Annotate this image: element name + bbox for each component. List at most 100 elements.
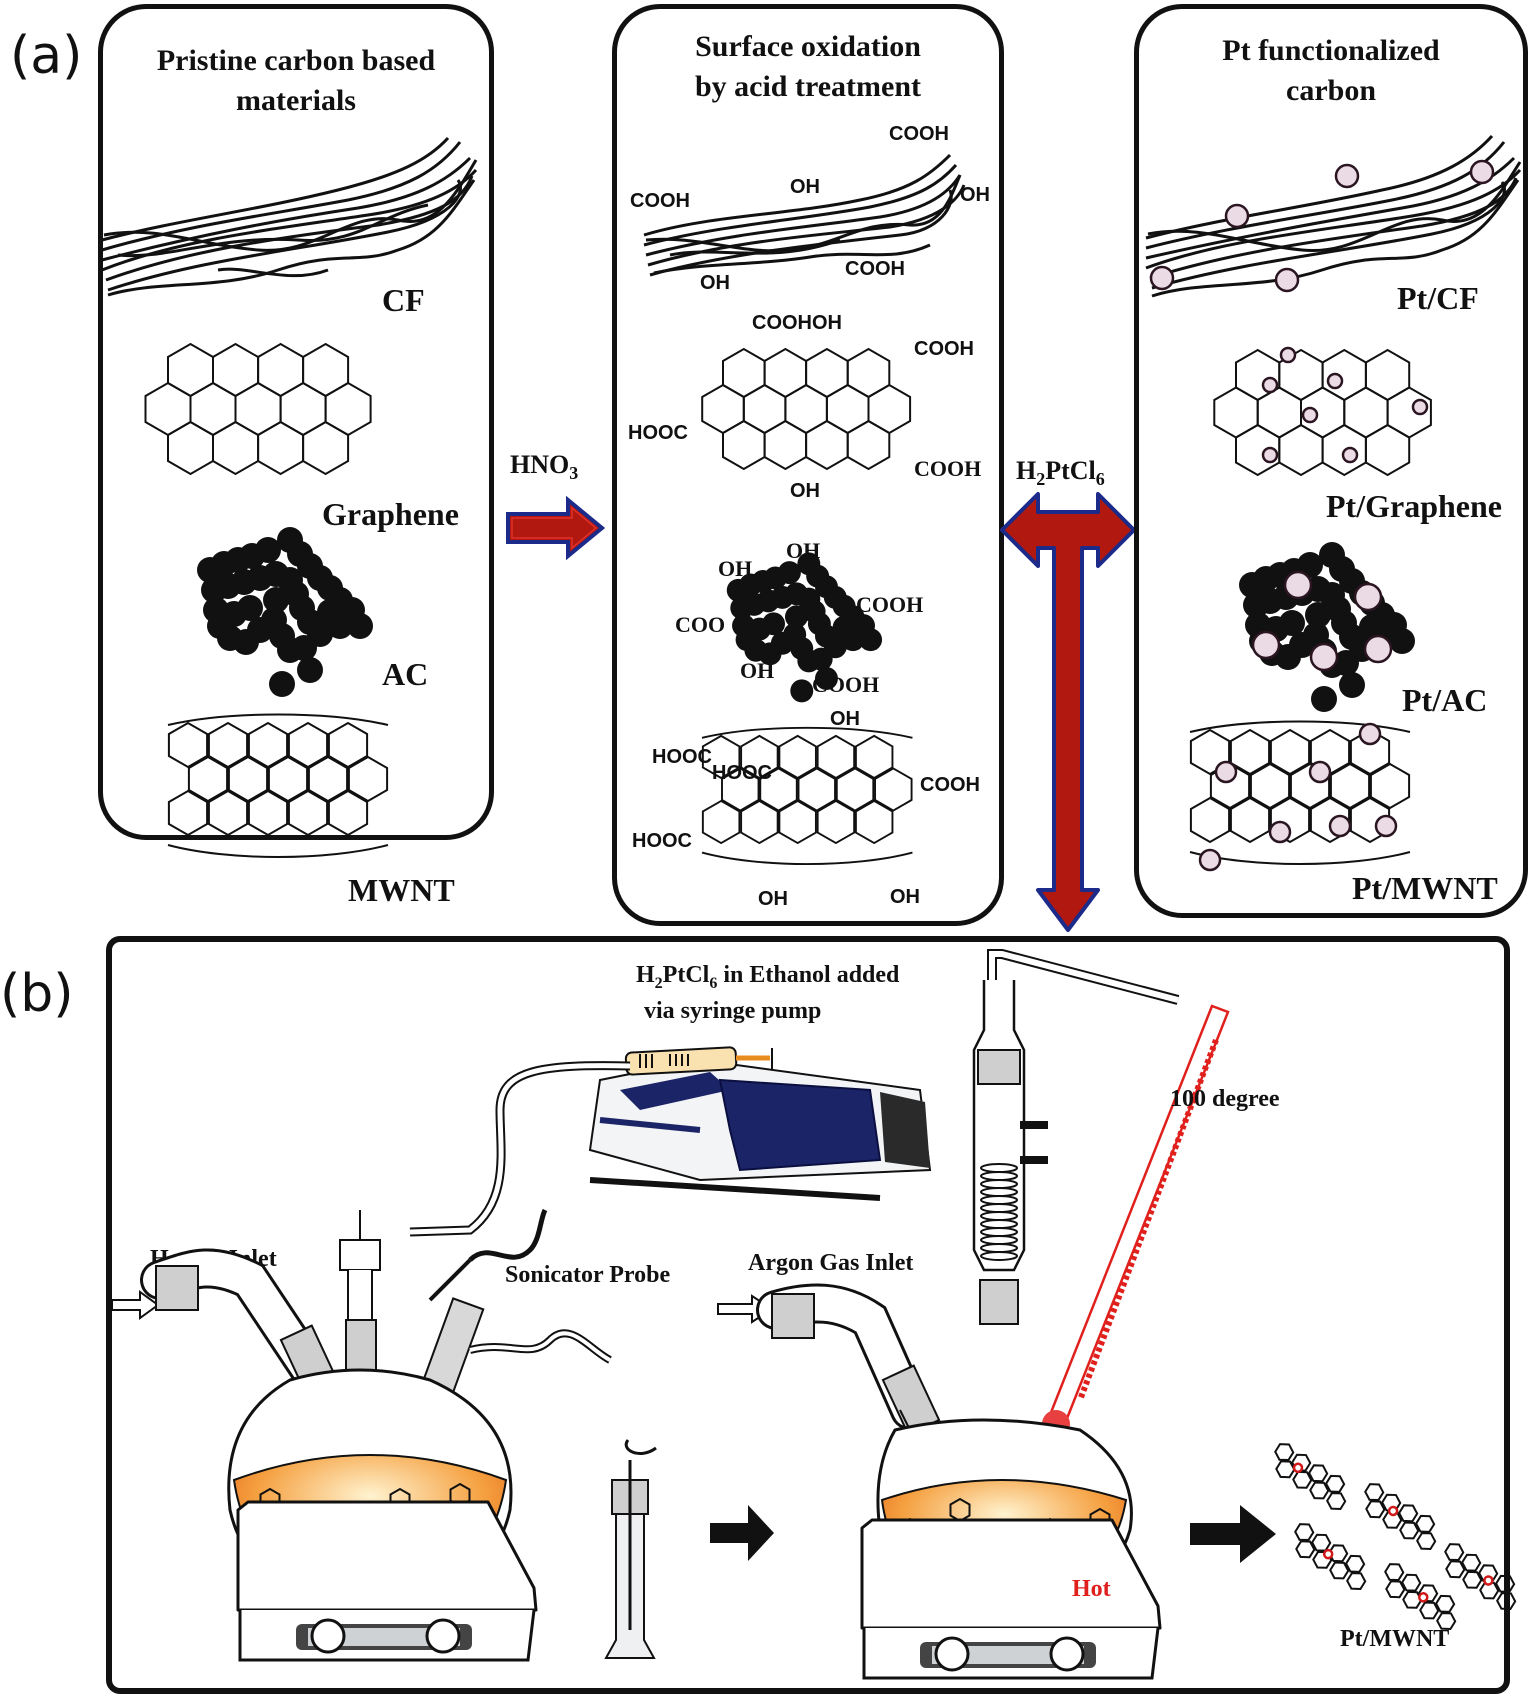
nanotube-ring bbox=[327, 789, 369, 837]
hexagon-ring bbox=[763, 347, 808, 399]
label-text: in Ethanol added bbox=[717, 962, 900, 988]
nanotube-ring bbox=[778, 799, 817, 845]
pt-graphene-illustration bbox=[1213, 346, 1432, 477]
fg-mwnt-cooh-right: COOH bbox=[920, 774, 980, 796]
nanotube-ring bbox=[1384, 1563, 1405, 1582]
nanotube-ring bbox=[1445, 1560, 1466, 1579]
nanotube-ring bbox=[1434, 1594, 1456, 1613]
carbon-particle bbox=[777, 561, 801, 585]
material-label-cf: CF bbox=[382, 282, 425, 318]
carbon-particle bbox=[327, 613, 353, 639]
material-label-pt-cf: Pt/CF bbox=[1397, 280, 1479, 316]
title-line-1: Pt functionalized bbox=[1222, 34, 1440, 67]
hexagon-ring bbox=[257, 420, 305, 476]
reagent-subscript: 2 bbox=[1036, 469, 1046, 490]
carbon-particle bbox=[809, 647, 833, 671]
hno3-reagent-label: HNO3 bbox=[510, 450, 578, 484]
carbon-particle bbox=[255, 537, 281, 563]
pt-nanoparticle bbox=[1308, 760, 1332, 784]
nanotube-ring bbox=[1312, 1550, 1333, 1569]
nanotube-ring bbox=[1344, 1554, 1366, 1573]
pt-mwnt-illustration bbox=[1189, 720, 1411, 872]
nanotube-ring bbox=[1311, 1533, 1332, 1552]
carbon-particle bbox=[1339, 672, 1365, 698]
label-text: PtCl bbox=[662, 962, 710, 988]
hexagon-ring bbox=[805, 419, 849, 471]
hexagon-ring bbox=[763, 419, 808, 471]
nanotube-ring bbox=[816, 799, 856, 845]
carbon-particle bbox=[291, 635, 317, 661]
nanotube bbox=[1384, 1563, 1457, 1631]
title-line-1: Surface oxidation bbox=[695, 30, 921, 63]
nanotube bbox=[1274, 1443, 1347, 1511]
nanotube-ring bbox=[1462, 1570, 1483, 1589]
nanotube-ring bbox=[307, 755, 349, 803]
nanotube-ring bbox=[1326, 1492, 1347, 1511]
reagent-subscript: 3 bbox=[569, 463, 579, 484]
h2ptcl6-reagent-label: H2PtCl6 bbox=[1016, 456, 1105, 490]
nanotube-ring bbox=[1269, 796, 1311, 844]
nanotube-ring bbox=[1249, 762, 1291, 810]
nanotube-ring bbox=[1369, 762, 1411, 810]
syringe-pump-illustration bbox=[588, 1046, 932, 1201]
carbon-particle bbox=[1305, 602, 1331, 628]
fg-graphene-cooh-bottom: COOH bbox=[914, 456, 982, 481]
material-label-ac: AC bbox=[382, 656, 429, 692]
pt-nanoparticle bbox=[1418, 1592, 1429, 1603]
fg-ac-cooh-bottom: COOH bbox=[812, 672, 880, 697]
nanotube-ring bbox=[701, 799, 741, 845]
nanotube-ring bbox=[1295, 1540, 1316, 1559]
hexagon-ring bbox=[1321, 348, 1367, 402]
hexagon-ring bbox=[189, 381, 237, 437]
material-label-graphene: Graphene bbox=[322, 496, 459, 532]
activated-carbon-illustration bbox=[197, 527, 373, 697]
nanotube-ring bbox=[167, 721, 209, 769]
fg-cf-cooh-bottom: COOH bbox=[845, 258, 905, 280]
nanotube-ring bbox=[854, 734, 894, 780]
pt-nanoparticle bbox=[1274, 267, 1300, 293]
carbon-particle bbox=[785, 605, 808, 629]
hexagon-ring bbox=[324, 381, 372, 437]
carbon-particle bbox=[297, 657, 323, 683]
hot-label: Hot bbox=[1072, 1576, 1111, 1602]
nanotube-ring bbox=[1381, 1493, 1402, 1512]
fg-mwnt-oh-bottom-left: OH bbox=[758, 888, 788, 910]
fg-mwnt-hooc-2: HOOC bbox=[712, 762, 772, 784]
hexagon-ring bbox=[722, 419, 766, 471]
pt-nanoparticle bbox=[1411, 398, 1429, 416]
hexagon-ring bbox=[234, 381, 282, 437]
nanotube-ring bbox=[207, 789, 249, 837]
pt-nanoparticle bbox=[1301, 406, 1319, 424]
nanotube-ring bbox=[721, 767, 760, 812]
nanotube-ring bbox=[1496, 1592, 1517, 1611]
carbon-particle bbox=[747, 617, 771, 641]
nanotube-ring bbox=[187, 755, 229, 803]
nanotube-ring bbox=[1324, 1474, 1346, 1493]
label-subscript: 2 bbox=[654, 974, 663, 992]
hexagon-ring bbox=[1278, 423, 1324, 477]
oxidized-mwnt-illustration bbox=[701, 726, 913, 865]
fg-cf-oh-mid: OH bbox=[790, 176, 820, 198]
pristine-materials-box: Pristine carbon based materials bbox=[98, 4, 494, 840]
nanotube bbox=[1444, 1543, 1517, 1611]
fg-ac-coo-left: COO bbox=[675, 612, 726, 637]
reagent-text: HNO bbox=[510, 450, 570, 479]
sonicator-probe-label: Sonicator Probe bbox=[505, 1262, 671, 1288]
nanotube-ring bbox=[1309, 796, 1351, 844]
hexagon-ring bbox=[846, 419, 891, 471]
nanotube-wall bbox=[1189, 720, 1411, 865]
nanotube-ring bbox=[835, 767, 875, 812]
nanotube-ring bbox=[1229, 796, 1271, 844]
fg-cf-cooh-top: COOH bbox=[889, 123, 949, 145]
nanotube-ring bbox=[1365, 1500, 1386, 1519]
nanotube-ring bbox=[1398, 1504, 1419, 1523]
carbon-particle bbox=[815, 667, 838, 690]
hexagon-ring bbox=[1256, 386, 1302, 439]
title-line-2: by acid treatment bbox=[694, 70, 922, 103]
pt-nanoparticle bbox=[1358, 722, 1382, 746]
fg-graphene-hooc-left: HOOC bbox=[628, 422, 688, 444]
fg-ac-cooh-right: COOH bbox=[856, 592, 924, 617]
nanotube-ring bbox=[267, 755, 309, 803]
nanotube-ring bbox=[227, 755, 269, 803]
nanotube-ring bbox=[1494, 1574, 1516, 1593]
